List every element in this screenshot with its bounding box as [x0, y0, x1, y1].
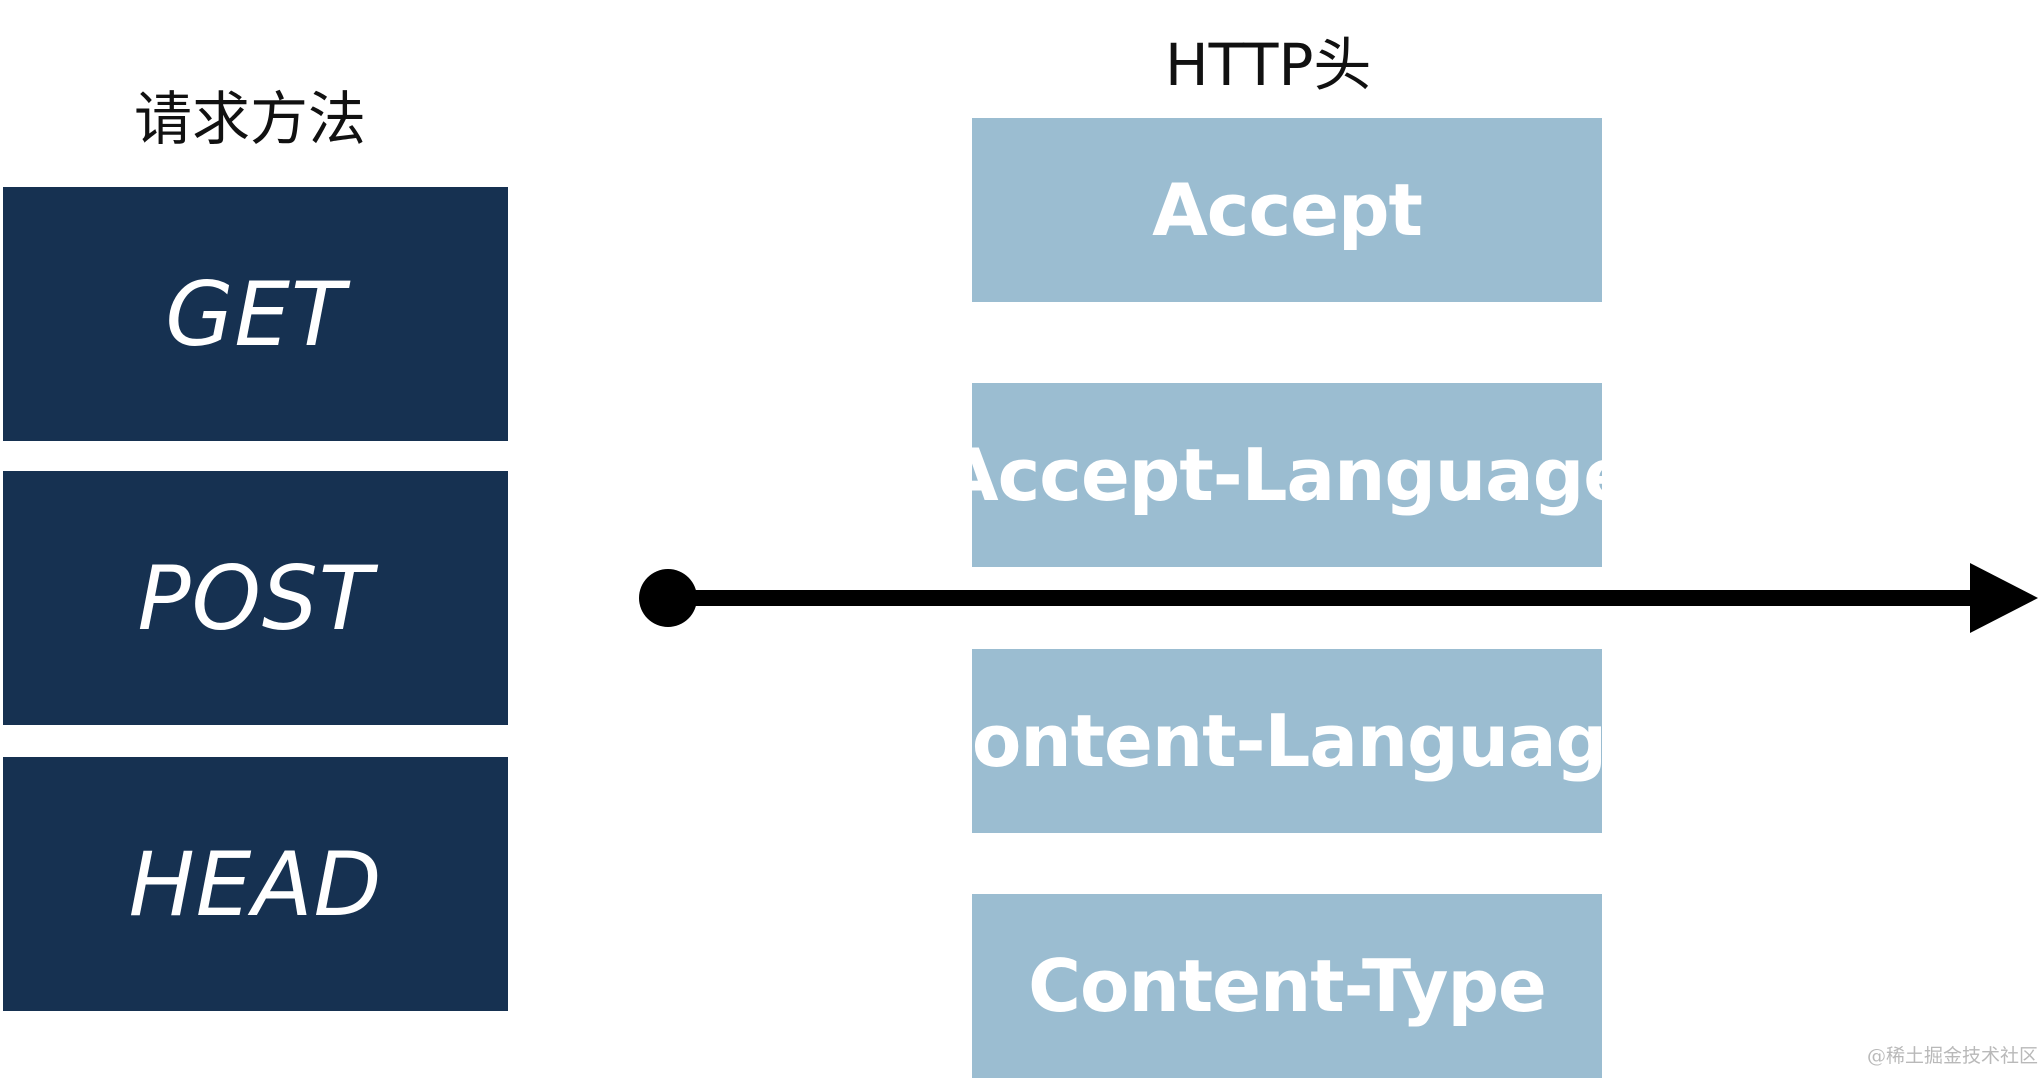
headers-title: HTTP头: [1165, 31, 1372, 99]
header-box-content-type: Content-Type: [972, 894, 1602, 1078]
header-label-accept-language: Accept-Language: [942, 433, 1632, 517]
method-label-head: HEAD: [128, 832, 383, 936]
method-box-post: POST: [3, 471, 508, 725]
method-box-get: GET: [3, 187, 508, 441]
arrow-start-dot: [639, 569, 697, 627]
header-box-accept: Accept: [972, 118, 1602, 302]
watermark: @稀土掘金技术社区: [1866, 1045, 2038, 1067]
arrow-head: [1970, 563, 2038, 633]
header-label-accept: Accept: [1152, 168, 1423, 252]
methods-title: 请求方法: [134, 85, 367, 153]
header-label-content-type: Content-Type: [1028, 944, 1547, 1028]
header-box-accept-language: Accept-Language: [943, 383, 1632, 567]
method-label-post: POST: [137, 546, 374, 650]
header-label-content-language: Content-Language: [920, 699, 1655, 783]
header-box-content-language: Content-Language: [920, 649, 1655, 833]
method-label-get: GET: [165, 262, 346, 366]
method-box-head: HEAD: [3, 757, 508, 1011]
